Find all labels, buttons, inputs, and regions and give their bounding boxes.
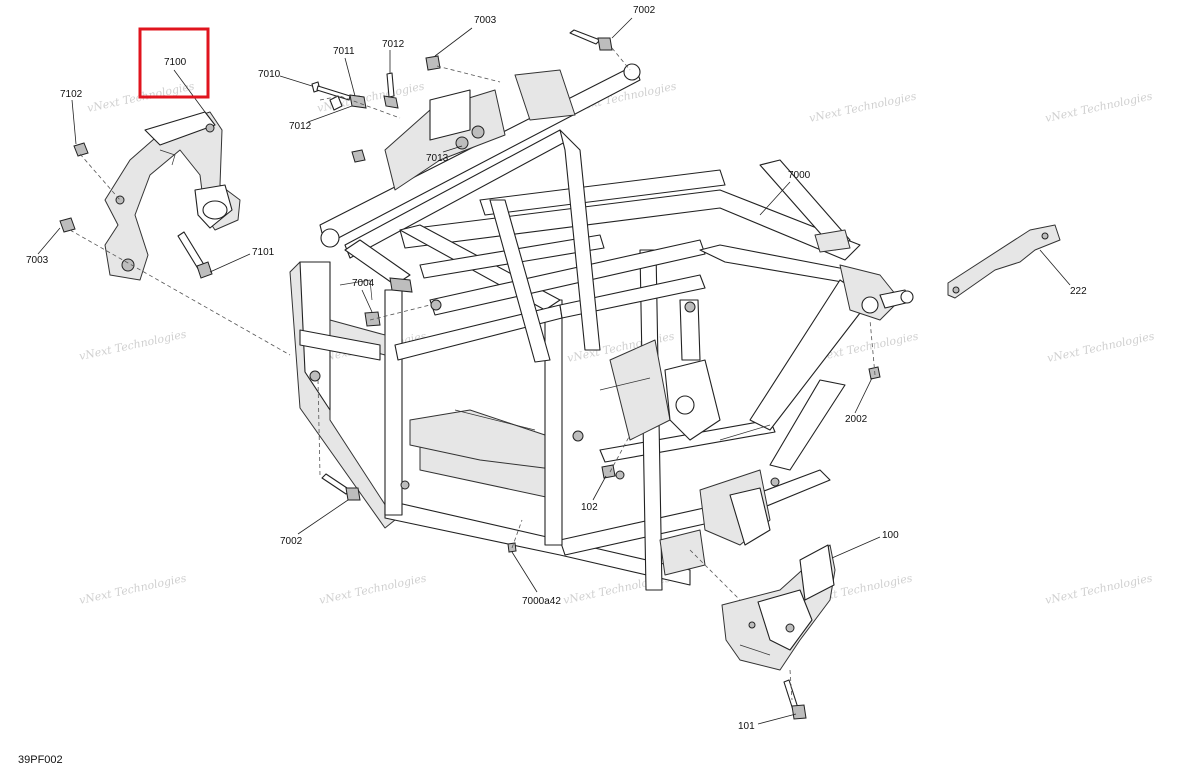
bolt-7002-top-drawing [569,29,613,51]
bolt-7101-drawing [177,231,213,279]
label-7011[interactable]: 7011 [333,46,355,57]
label-7102[interactable]: 7102 [60,89,83,100]
label-7013[interactable]: 7013 [426,153,449,164]
top-hardware-drawing [311,72,399,163]
leader-lines [37,17,1071,725]
label-7100[interactable]: 7100 [164,57,187,68]
label-7003-left[interactable]: 7003 [26,255,49,266]
label-7000a42[interactable]: 7000a42 [522,596,561,607]
label-101[interactable]: 101 [738,721,755,732]
label-7012-lower[interactable]: 7012 [289,121,312,132]
label-7004[interactable]: 7004 [352,278,375,289]
watermark: vNext Technologies [1044,571,1154,607]
label-7101[interactable]: 7101 [252,247,275,258]
watermark: vNext Technologies [78,327,188,363]
label-7002-lower[interactable]: 7002 [280,536,303,547]
bolt-101-drawing [783,679,807,720]
watermark: vNext Technologies [808,89,918,125]
highlight-box [138,27,210,99]
figure-code: 39PF002 [18,754,63,766]
bracket-7100-drawing [104,111,241,281]
nut-7102-drawing [73,142,89,157]
watermark: vNext Technologies [1044,89,1154,125]
watermark: vNext Technologies [78,571,188,607]
label-222[interactable]: 222 [1070,286,1087,297]
nut-7003-top-drawing [425,55,441,71]
watermark: vNext Technologies [1046,329,1156,365]
label-102[interactable]: 102 [581,502,598,513]
bolt-7002-lower-drawing [321,473,361,501]
nut-102-drawing [601,464,616,479]
part-labels: 7100 7102 7003 7101 7010 7011 7012 7012 … [26,5,1087,732]
label-7000[interactable]: 7000 [788,170,811,181]
nut-7003-left-drawing [59,217,76,233]
label-2002[interactable]: 2002 [845,414,868,425]
hitch-100-drawing [721,544,836,671]
plate-222-drawing [947,224,1061,299]
label-7003-top[interactable]: 7003 [474,15,497,26]
label-7002-top[interactable]: 7002 [633,5,656,16]
assembly-lines [69,47,876,701]
watermark: vNext Technologies [316,79,426,115]
label-7012-top[interactable]: 7012 [382,39,405,50]
label-7010[interactable]: 7010 [258,69,281,80]
label-100[interactable]: 100 [882,530,899,541]
watermark: vNext Technologies [318,571,428,607]
main-frame-drawing [289,63,914,591]
